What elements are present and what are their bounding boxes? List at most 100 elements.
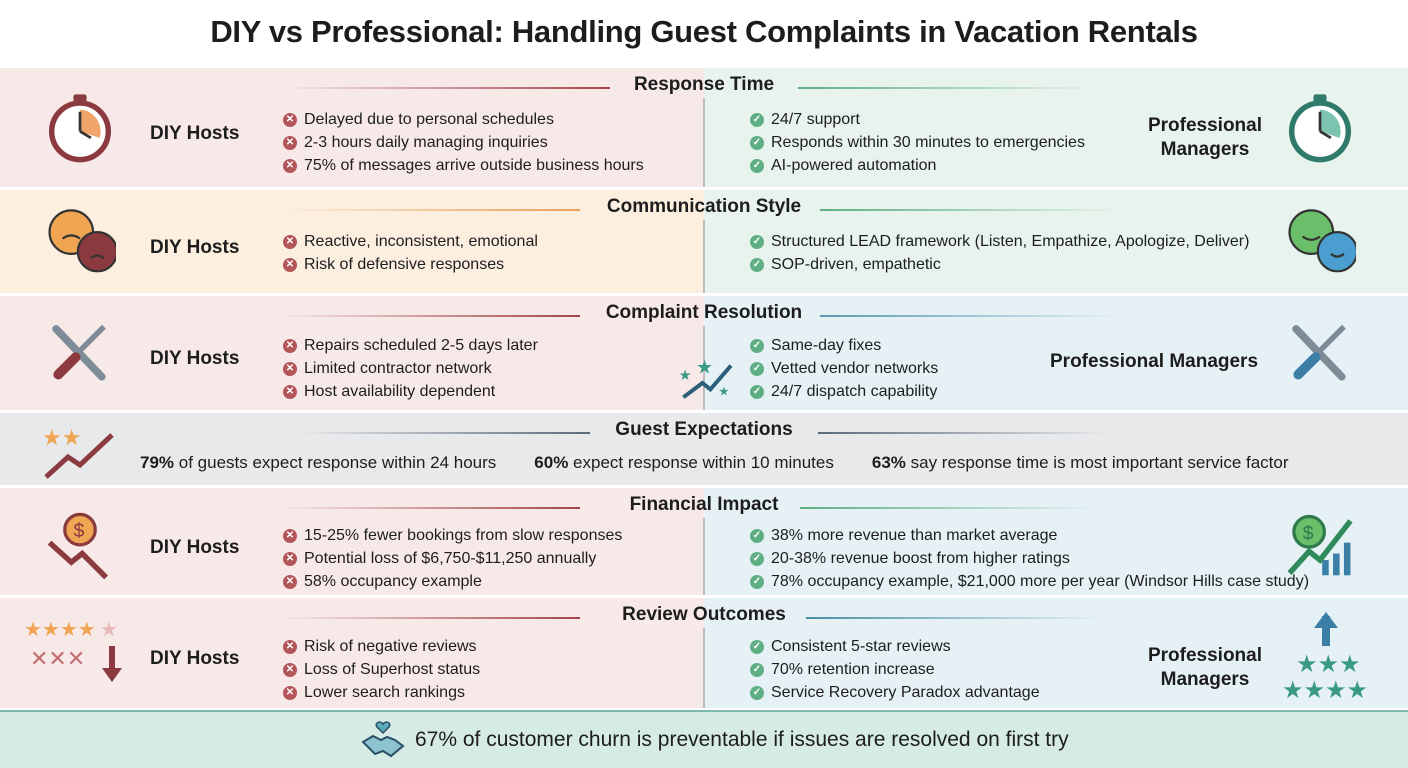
cross-icon: ✕ <box>283 639 297 654</box>
center-divider <box>703 518 705 595</box>
center-divider <box>703 326 705 410</box>
cross-icon: ✕ <box>283 574 297 589</box>
list-item: ✕Delayed due to personal schedules <box>283 108 644 131</box>
list-item-text: Same-day fixes <box>771 337 882 354</box>
svg-text:✕✕✕: ✕✕✕ <box>30 646 85 671</box>
stat: 79% of guests expect response within 24 … <box>140 453 496 473</box>
list-item: ✕Risk of defensive responses <box>283 253 538 276</box>
list-item-text: Potential loss of $6,750-$11,250 annuall… <box>304 550 597 567</box>
stat-text: say response time is most important serv… <box>905 453 1289 472</box>
svg-text:★★: ★★ <box>42 425 81 450</box>
svg-text:★★★: ★★★ <box>1296 651 1361 678</box>
list-item: ✓24/7 dispatch capability <box>750 380 938 403</box>
check-icon: ✓ <box>750 112 764 127</box>
list-item: ✓ 70% retention increase <box>750 658 1040 681</box>
svg-text:★: ★ <box>718 385 729 399</box>
cross-icon: ✕ <box>283 528 297 543</box>
section-title: Guest Expectations <box>615 419 793 440</box>
diy-list: ✕Delayed due to personal schedules ✕ 2-3 h… <box>283 108 644 177</box>
angry-chat-bubbles-icon <box>48 209 116 273</box>
check-icon: ✓ <box>750 234 764 249</box>
diy-panel <box>0 488 704 595</box>
header-line-right <box>818 432 1108 434</box>
list-item-text: Reactive, inconsistent, emotional <box>304 233 538 250</box>
list-item-text: Structured LEAD framework (Listen, Empat… <box>771 233 1250 250</box>
cross-icon: ✕ <box>283 234 297 249</box>
cross-icon: ✕ <box>283 384 297 399</box>
header-line-left <box>300 432 590 434</box>
check-icon: ✓ <box>750 135 764 150</box>
list-item: ✕Loss of Superhost status <box>283 658 480 681</box>
svg-text:★: ★ <box>696 357 713 378</box>
header-line-right <box>806 617 1106 619</box>
section-guest-expectations: Guest Expectations ★★ 79% of guests expect… <box>0 413 1408 485</box>
svg-text:★★★★: ★★★★ <box>1282 677 1368 704</box>
list-item-text: 75% of messages arrive outside business … <box>304 157 644 174</box>
header-line-right <box>800 507 1100 509</box>
diy-panel <box>0 598 704 708</box>
money-growth-icon: $ <box>1287 514 1353 576</box>
pro-label: Professional Managers <box>1147 645 1263 690</box>
svg-text:★: ★ <box>100 619 118 641</box>
pro-list: ✓Same-day fixes✓Vetted vendor networks✓2… <box>750 334 938 403</box>
diy-list: ✕ 15-25% fewer bookings from slow respons… <box>283 524 622 593</box>
list-item-text: 78% occupancy example, $21,000 more per … <box>771 573 1310 590</box>
list-item: ✕75% of messages arrive outside business… <box>283 154 644 177</box>
center-divider <box>703 628 705 708</box>
section-title: Financial Impact <box>629 494 779 515</box>
list-item-text: Responds within 30 minutes to emergencie… <box>771 134 1085 151</box>
check-icon: ✓ <box>750 574 764 589</box>
list-item: ✕ Repairs scheduled 2-5 days later <box>283 334 538 357</box>
check-icon: ✓ <box>750 257 764 272</box>
list-item: ✕Host availability dependent <box>283 380 538 403</box>
diy-list: ✕Repairs scheduled 2-5 days later✕Limite… <box>283 334 538 403</box>
header-line-right <box>798 87 1098 89</box>
svg-text:★: ★ <box>679 368 692 384</box>
stopwatch-icon <box>48 94 112 163</box>
list-item: ✓Vetted vendor networks <box>750 357 938 380</box>
stat-text: of guests expect response within 24 hour… <box>174 453 497 472</box>
header-line-right <box>820 209 1120 211</box>
list-item: ✓ Same-day fixes <box>750 334 938 357</box>
cross-icon: ✕ <box>283 551 297 566</box>
header-line-right <box>820 315 1120 317</box>
tools-icon <box>1292 324 1346 381</box>
stat-value: 63% <box>871 453 906 472</box>
check-icon: ✓ <box>750 338 764 353</box>
list-item-text: 24/7 support <box>771 111 860 128</box>
footer-text: 67% of customer churn is preventable if … <box>415 728 1069 751</box>
list-item-text: 20-38% revenue boost from higher ratings <box>771 550 1070 567</box>
pro-list: ✓38% more revenue than market average✓20… <box>750 524 1309 593</box>
section-title: Response Time <box>633 74 775 95</box>
list-item-text: 15-25% fewer bookings from slow response… <box>304 527 623 544</box>
list-item-text: Risk of defensive responses <box>304 256 505 273</box>
list-item: ✕ 2-3 hours daily managing inquiries <box>283 131 644 154</box>
check-icon: ✓ <box>750 639 764 654</box>
stars-trend-icon: ★★ <box>42 425 114 479</box>
list-item: ✕Lower search rankings <box>283 681 480 704</box>
list-item: ✓AI-powered automation <box>750 154 1085 177</box>
stat-text: expect response within 10 minutes <box>568 453 834 472</box>
check-icon: ✓ <box>750 662 764 677</box>
money-down-icon: $ <box>47 512 109 580</box>
list-item-text: 24/7 dispatch capability <box>771 383 938 400</box>
footer-banner: 67% of customer churn is preventable if … <box>0 710 1408 768</box>
list-item: ✕58% occupancy example <box>283 570 622 593</box>
check-icon: ✓ <box>750 361 764 376</box>
cross-icon: ✕ <box>283 135 297 150</box>
list-item-text: 2-3 hours daily managing inquiries <box>304 134 548 151</box>
list-item: ✕Risk of negative reviews <box>283 635 480 658</box>
list-item: ✓ SOP-driven, empathetic <box>750 253 1249 276</box>
list-item-text: SOP-driven, empathetic <box>771 256 941 273</box>
list-item-text: 38% more revenue than market average <box>771 527 1058 544</box>
diy-list: ✕ Reactive, inconsistent, emotional ✕Risk … <box>283 230 538 276</box>
cross-icon: ✕ <box>283 338 297 353</box>
diy-list: ✕Risk of negative reviews✕Loss of Superh… <box>283 635 480 704</box>
stat-value: 60% <box>534 453 569 472</box>
list-item-text: Repairs scheduled 2-5 days later <box>304 337 538 354</box>
check-icon: ✓ <box>750 685 764 700</box>
diy-label: DIY Hosts <box>150 536 240 558</box>
list-item-text: Consistent 5-star reviews <box>771 638 951 655</box>
list-item-text: 70% retention increase <box>771 661 935 678</box>
